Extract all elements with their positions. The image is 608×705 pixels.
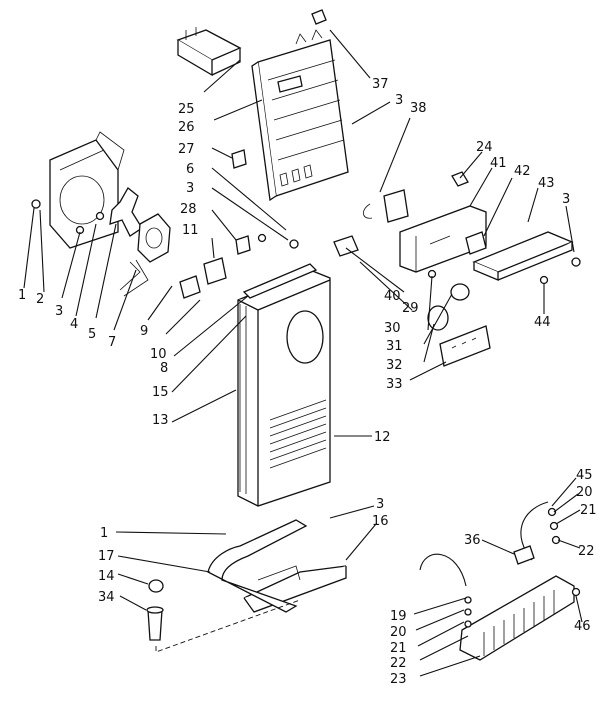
callout-20: 20 <box>390 625 407 640</box>
callout-6: 6 <box>186 162 194 177</box>
callout-32: 32 <box>386 358 403 373</box>
callout-1: 1 <box>18 288 26 303</box>
callout-40: 40 <box>384 289 401 304</box>
callout-7: 7 <box>108 335 116 350</box>
base-part-16 <box>207 519 347 613</box>
callout-36: 36 <box>464 533 481 548</box>
drain-tray-part-23 <box>459 575 575 661</box>
fan-motor-part-7 <box>119 213 171 297</box>
leg-part-34 <box>146 606 164 641</box>
callout-27: 27 <box>178 142 195 157</box>
callout-labels: 25 26 27 6 3 28 11 37 3 38 1 2 3 4 5 7 9… <box>18 77 597 687</box>
callout-41: 41 <box>490 156 507 171</box>
callout-43: 43 <box>538 176 555 191</box>
bracket-part-28 <box>235 233 267 255</box>
rear-panel-part-26 <box>251 29 349 202</box>
switch-part-11 <box>179 257 227 299</box>
plug-part-40 <box>333 235 359 257</box>
callout-13: 13 <box>152 413 169 428</box>
callout-21: 21 <box>580 503 597 518</box>
screws-left <box>31 199 105 235</box>
callout-34: 34 <box>98 590 115 605</box>
callout-3: 3 <box>376 497 384 512</box>
callout-15: 15 <box>152 385 169 400</box>
leader-lines <box>23 29 583 677</box>
callout-2: 2 <box>36 292 44 307</box>
callout-12: 12 <box>374 430 391 445</box>
fan-blade-part-5 <box>109 187 143 237</box>
callout-3: 3 <box>55 304 63 319</box>
callout-4: 4 <box>70 317 78 332</box>
callout-46: 46 <box>574 619 591 634</box>
relay-part-38 <box>363 189 409 223</box>
front-panel-part-12 <box>237 263 331 507</box>
callout-21: 21 <box>390 641 407 656</box>
callout-23: 23 <box>390 672 407 687</box>
screw-part-6 <box>289 239 299 249</box>
callout-29: 29 <box>402 301 419 316</box>
callout-22: 22 <box>390 656 407 671</box>
callout-38: 38 <box>410 101 427 116</box>
hose-part-19 <box>419 553 467 587</box>
callout-10: 10 <box>150 347 167 362</box>
valve-part-36 <box>513 545 535 565</box>
callout-42: 42 <box>514 164 531 179</box>
callout-3: 3 <box>186 181 194 196</box>
callout-37: 37 <box>372 77 389 92</box>
fittings-right <box>464 507 581 628</box>
callout-3: 3 <box>562 192 570 207</box>
callout-17: 17 <box>98 549 115 564</box>
fan-shroud <box>49 131 125 249</box>
callout-9: 9 <box>140 324 148 339</box>
callout-8: 8 <box>160 361 168 376</box>
callout-31: 31 <box>386 339 403 354</box>
callout-3: 3 <box>395 93 403 108</box>
callout-28: 28 <box>180 202 197 217</box>
callout-26: 26 <box>178 120 195 135</box>
bracket-part-33 <box>439 325 491 367</box>
callout-22: 22 <box>578 544 595 559</box>
callout-24: 24 <box>476 140 493 155</box>
bracket-part-42 <box>465 231 487 255</box>
clip-part-37 <box>311 9 327 25</box>
cover-part-43 <box>472 231 574 281</box>
callout-30: 30 <box>384 321 401 336</box>
callout-33: 33 <box>386 377 403 392</box>
callout-14: 14 <box>98 569 115 584</box>
bracket-part-27 <box>231 149 247 169</box>
callout-19: 19 <box>390 609 407 624</box>
capacitor-part-24 <box>451 171 469 187</box>
callout-20: 20 <box>576 485 593 500</box>
callout-1: 1 <box>100 526 108 541</box>
bracket-part-25 <box>176 27 242 77</box>
callout-11: 11 <box>182 223 199 238</box>
callout-16: 16 <box>372 514 389 529</box>
callout-5: 5 <box>88 327 96 342</box>
socket-part-30 <box>450 283 470 301</box>
callout-44: 44 <box>534 315 551 330</box>
leader-dashed-base <box>155 599 301 653</box>
knob-part-14 <box>148 579 164 593</box>
callout-25: 25 <box>178 102 195 117</box>
callout-45: 45 <box>576 468 593 483</box>
